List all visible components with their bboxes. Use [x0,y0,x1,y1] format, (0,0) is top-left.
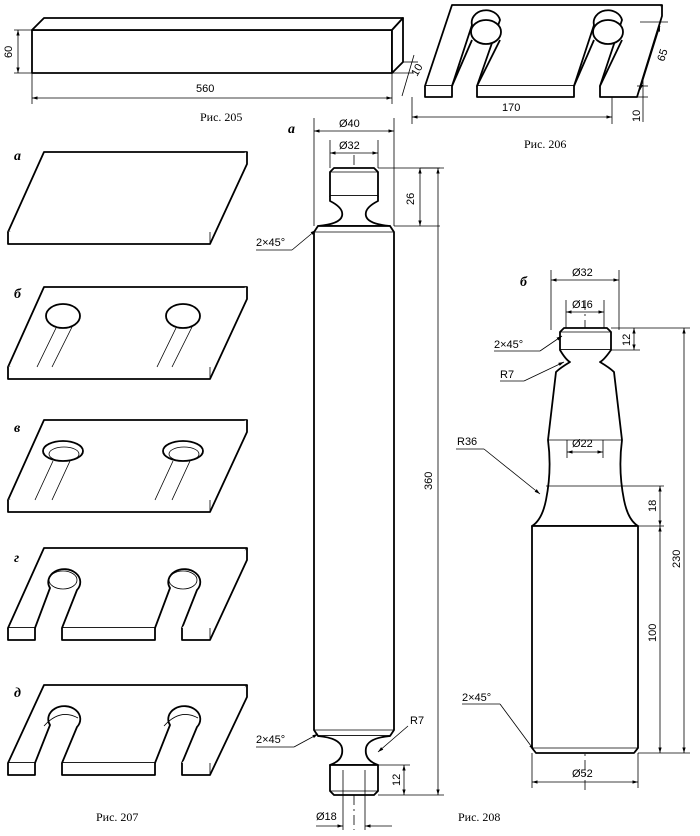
fig205-block-drawing: 60 560 10 Рис. 205 [3,17,426,124]
fig207-label-g: г [14,551,19,566]
fig208a-total: 360 [423,472,435,490]
fig208b-label: б [520,275,528,290]
fig205-caption: Рис. 205 [200,110,242,124]
fig208a-top-len: 26 [405,193,417,205]
fig208a-r7: R7 [410,715,424,727]
fig207-label-d: д [14,686,21,701]
fig208a-chamfer-bottom: 2×45° [256,734,285,746]
fig206-length-dim: 170 [502,102,520,114]
fig208b-chamfer-top: 2×45° [494,339,523,351]
fig208b-chamfer-bottom: 2×45° [462,692,491,704]
fig205-length-dim: 560 [196,83,214,95]
fig207-plate-b: б [7,286,248,380]
fig206-thickness-dim: 10 [631,110,643,122]
fig208a-d40: Ø40 [339,118,360,130]
fig208b-d22: Ø22 [572,438,593,450]
fig208b-neck-len: 18 [647,500,659,512]
fig208a-bottom-len: 12 [391,774,403,786]
fig205-height-dim: 60 [3,46,15,58]
fig207-plate-d: д [7,684,248,776]
fig208a-shaft-drawing: а Ø40 Ø32 26 360 [256,118,444,830]
fig207-plate-v: в [7,419,248,513]
fig208b-d52: Ø52 [572,768,593,780]
fig208b-part-drawing: б Ø32 Ø16 12 2×45° R7 [456,267,690,790]
fig206-width-dim: 65 [655,48,670,63]
fig208a-d32: Ø32 [339,140,360,152]
fig207-plate-g: г [7,547,248,641]
fig206-caption: Рис. 206 [524,137,566,151]
fig208a-chamfer-top: 2×45° [256,237,285,249]
fig206-slotted-plate-drawing: 170 65 10 Рис. 206 [411,4,671,151]
fig208b-top-len: 12 [621,334,633,346]
fig207-label-v: в [14,421,21,436]
fig208b-body-len: 100 [647,624,659,642]
fig207-label-a: а [14,149,21,164]
fig205-thickness-dim: 10 [409,62,426,79]
fig208b-r7: R7 [500,369,514,381]
fig208b-total: 230 [671,550,683,568]
fig208a-label: а [288,122,295,137]
fig208b-r36: R36 [457,436,477,448]
fig208b-d16: Ø16 [572,299,593,311]
fig208-caption: Рис. 208 [458,810,500,824]
fig208a-d18: Ø18 [316,811,337,823]
fig207-label-b: б [14,287,22,302]
fig207-plate-a: а [7,149,248,245]
fig208b-d32: Ø32 [572,267,593,279]
fig207-caption: Рис. 207 [96,810,138,824]
